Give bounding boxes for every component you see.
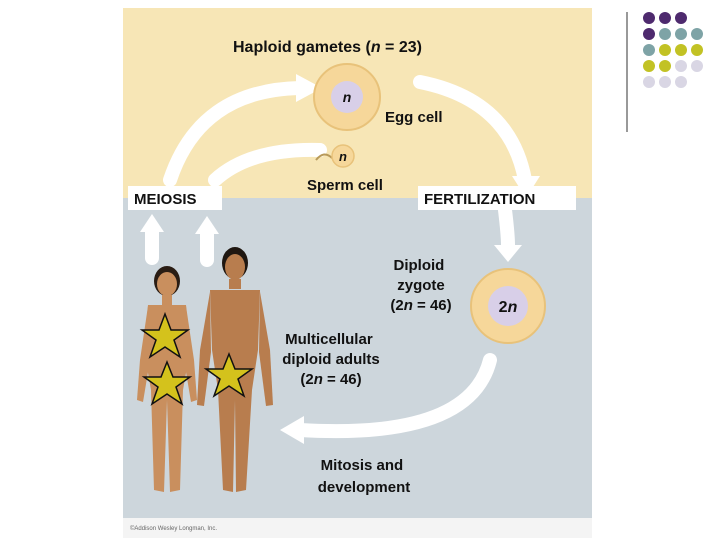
arrowhead-up-right	[195, 216, 219, 234]
fertilization-label: FERTILIZATION	[424, 191, 535, 208]
decor-dot	[675, 60, 687, 72]
zygote-label: Diploid zygote	[394, 257, 449, 294]
decor-dot	[675, 76, 687, 88]
decor-dot	[659, 76, 671, 88]
arrowheads	[140, 74, 540, 444]
male-figure	[197, 247, 273, 492]
decor-dot	[659, 28, 671, 40]
decor-dot	[643, 12, 655, 24]
decor-dot	[643, 44, 655, 56]
decor-dot-grid	[643, 12, 703, 88]
diagram-title: Haploid gametes (n = 23)	[233, 39, 422, 56]
copyright-text: ©Addison Wesley Longman, Inc.	[130, 525, 217, 532]
star-icon	[141, 359, 193, 406]
sperm-cell-label: Sperm cell	[307, 177, 383, 194]
arrow-sperm-to-meiosis	[208, 142, 327, 187]
star-icon	[203, 351, 255, 398]
arrow-meiosis-to-gametes	[163, 81, 307, 187]
arrowhead-adults	[280, 416, 304, 444]
meiosis-box	[128, 186, 222, 210]
mitosis-label: Mitosis and development	[318, 457, 411, 496]
footer-strip	[123, 518, 592, 538]
egg-cell-label: Egg cell	[385, 109, 443, 126]
fertilization-box	[418, 186, 576, 210]
decor-dot	[659, 44, 671, 56]
adults-label: Multicellular diploid adults	[282, 331, 380, 368]
arrowhead-gametes	[296, 74, 322, 102]
egg-cell: n	[313, 63, 381, 131]
arrowhead-zygote	[494, 245, 522, 262]
svg-text:2n: 2n	[499, 299, 518, 316]
svg-text:n: n	[343, 89, 352, 105]
zygote-cell: 2n	[470, 268, 546, 344]
sperm-cell: n	[315, 144, 355, 168]
arrow-mitosis-to-adults	[293, 353, 497, 439]
zygote-count: (2n = 46)	[390, 297, 451, 314]
decor-dot	[643, 28, 655, 40]
star-icon	[139, 311, 191, 359]
decor-dot	[675, 28, 687, 40]
meiosis-label: MEIOSIS	[134, 191, 197, 208]
decor-dot	[675, 44, 687, 56]
decor-dot	[691, 60, 703, 72]
arrow-gametes-to-fertilization	[413, 75, 532, 187]
decor-dot	[691, 28, 703, 40]
decor-dot	[659, 12, 671, 24]
arrow-to-zygote	[498, 203, 515, 252]
decor-dot	[691, 44, 703, 56]
svg-text:n: n	[339, 149, 347, 164]
decor-dot	[643, 60, 655, 72]
arrowhead-up-left	[140, 214, 164, 232]
censor-stars	[139, 311, 255, 406]
decor-dot	[659, 60, 671, 72]
adults-count: (2n = 46)	[300, 371, 361, 388]
decor-dot	[675, 12, 687, 24]
decor-dot	[643, 76, 655, 88]
cycle-arrows	[145, 75, 532, 439]
